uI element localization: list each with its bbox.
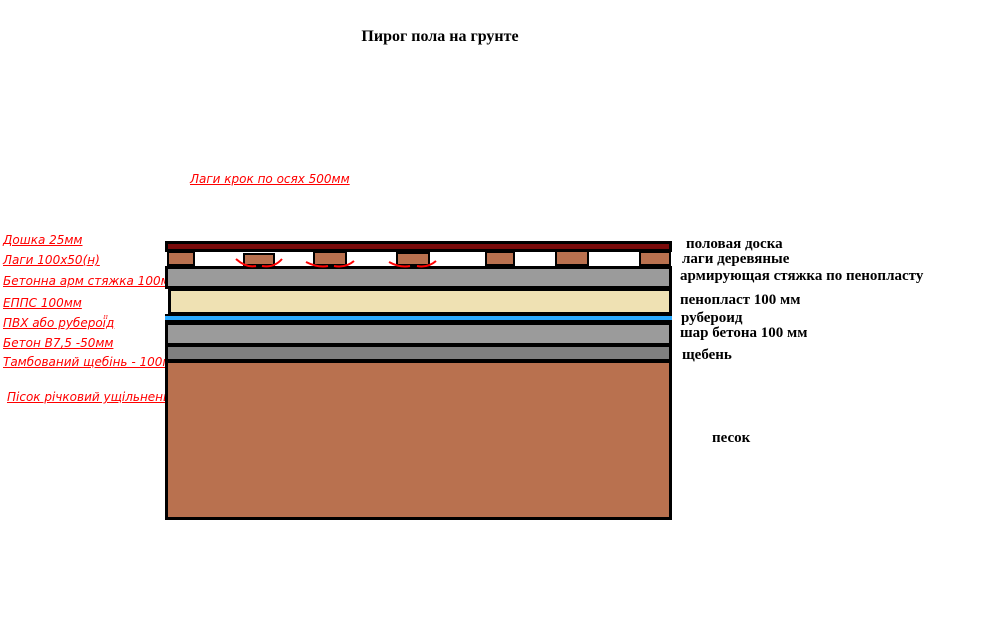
fastener-mark (235, 258, 283, 268)
left-label-concrete: Бетон В7,5 -50мм (3, 336, 114, 350)
concrete-layer (165, 322, 672, 346)
left-label-board: Дошка 25мм (3, 233, 83, 247)
sand-layer (165, 360, 672, 520)
left-label-membrane: ПВХ або руберої̈д (3, 316, 115, 330)
right-label-gravel: щебень (682, 347, 732, 363)
left-label-sand: Пісок річковий ущільнений (7, 390, 179, 404)
left-label-epps: ЕППС 100мм (3, 296, 82, 310)
right-label-board: половая доска (686, 236, 783, 252)
right-label-membrane: рубероид (681, 310, 743, 326)
joist (396, 252, 430, 266)
joist (555, 249, 589, 266)
right-label-concrete: шар бетона 100 мм (680, 325, 808, 341)
membrane-layer (165, 314, 672, 323)
joist (313, 251, 347, 266)
joist (243, 253, 275, 266)
foam-layer (168, 288, 672, 315)
left-label-gravel: Тамбований щебінь - 100мм (3, 355, 181, 369)
floor-board-layer (165, 241, 672, 252)
fastener-mark (305, 260, 355, 268)
joist-spacing-note: Лаги крок по осях 500мм (190, 172, 350, 186)
right-label-foam: пенопласт 100 мм (680, 292, 801, 308)
right-label-joists: лаги деревяные (682, 251, 790, 267)
joist (639, 251, 671, 266)
right-label-sand: песок (712, 430, 751, 446)
right-label-screed: армирующая стяжка по пенопласту (680, 268, 924, 284)
screed-layer (165, 266, 672, 289)
diagram-title: Пирог пола на грунте (361, 28, 519, 45)
joist (485, 251, 515, 266)
left-label-joists: Лаги 100х50(н) (3, 253, 100, 267)
left-label-screed: Бетонна арм стяжка 100мм (3, 274, 179, 288)
joist (167, 251, 195, 266)
fastener-mark (388, 260, 437, 268)
